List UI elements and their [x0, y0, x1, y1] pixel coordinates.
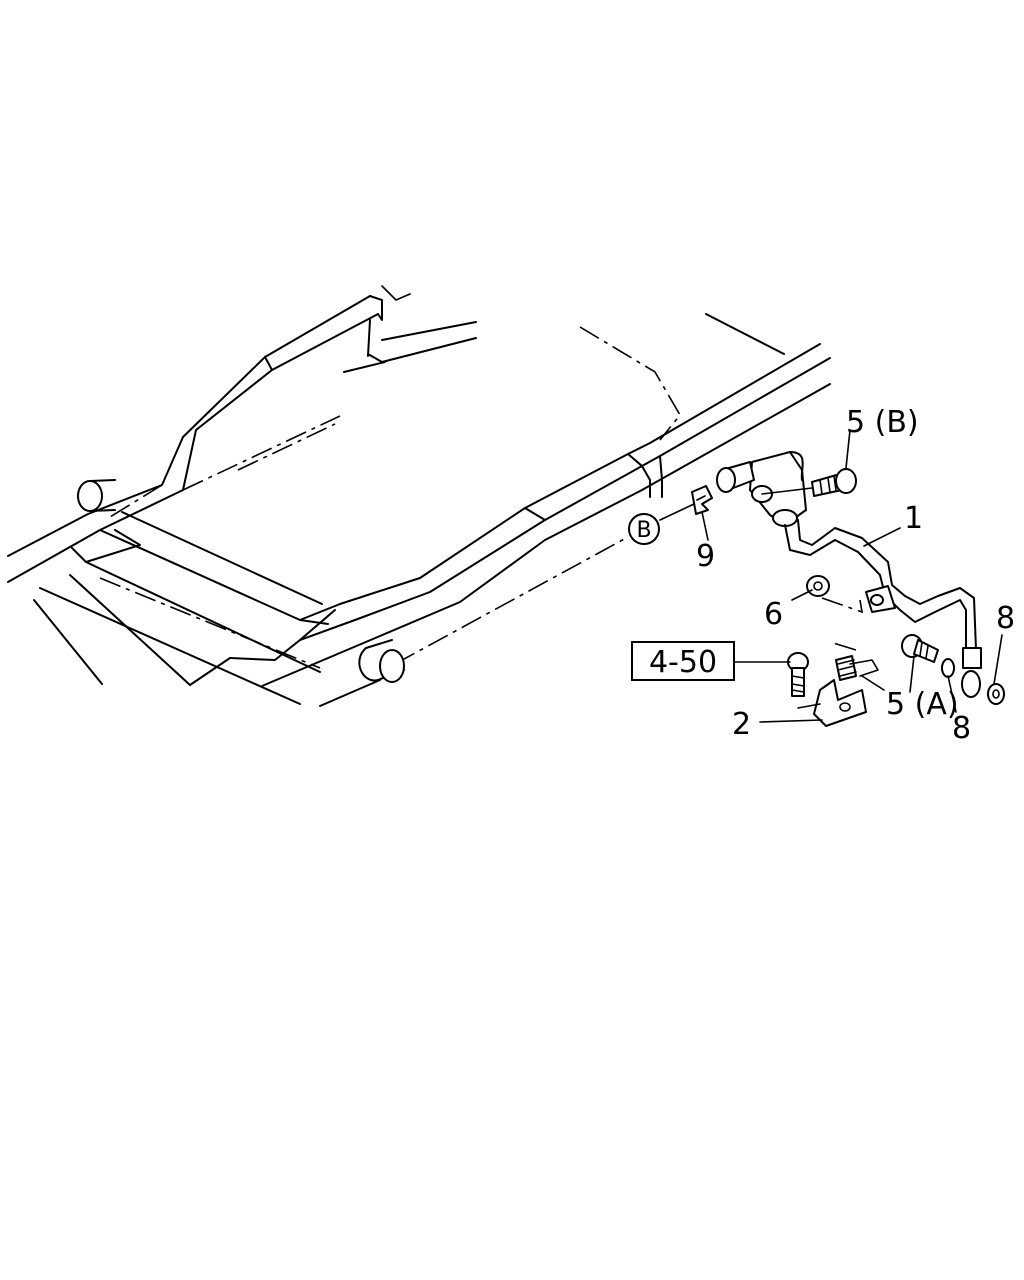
- callout-5a: 5 (A): [886, 687, 959, 722]
- reference-marker-b: B: [628, 513, 660, 545]
- brake-pipe-assembly: [691, 451, 1005, 727]
- section-reference-box[interactable]: 4-50: [631, 641, 735, 681]
- chassis-frame: [7, 285, 831, 707]
- callout-6: 6: [764, 597, 783, 632]
- leader-lines: [659, 429, 1003, 723]
- callout-8-upper: 8: [996, 601, 1015, 636]
- reference-marker-b-label: B: [636, 518, 651, 543]
- callout-9: 9: [696, 539, 715, 574]
- callout-1: 1: [904, 501, 923, 536]
- callout-8-lower: 8: [952, 711, 971, 746]
- section-reference-label: 4-50: [649, 645, 717, 680]
- callout-5b: 5 (B): [846, 405, 919, 440]
- callout-2: 2: [732, 707, 751, 742]
